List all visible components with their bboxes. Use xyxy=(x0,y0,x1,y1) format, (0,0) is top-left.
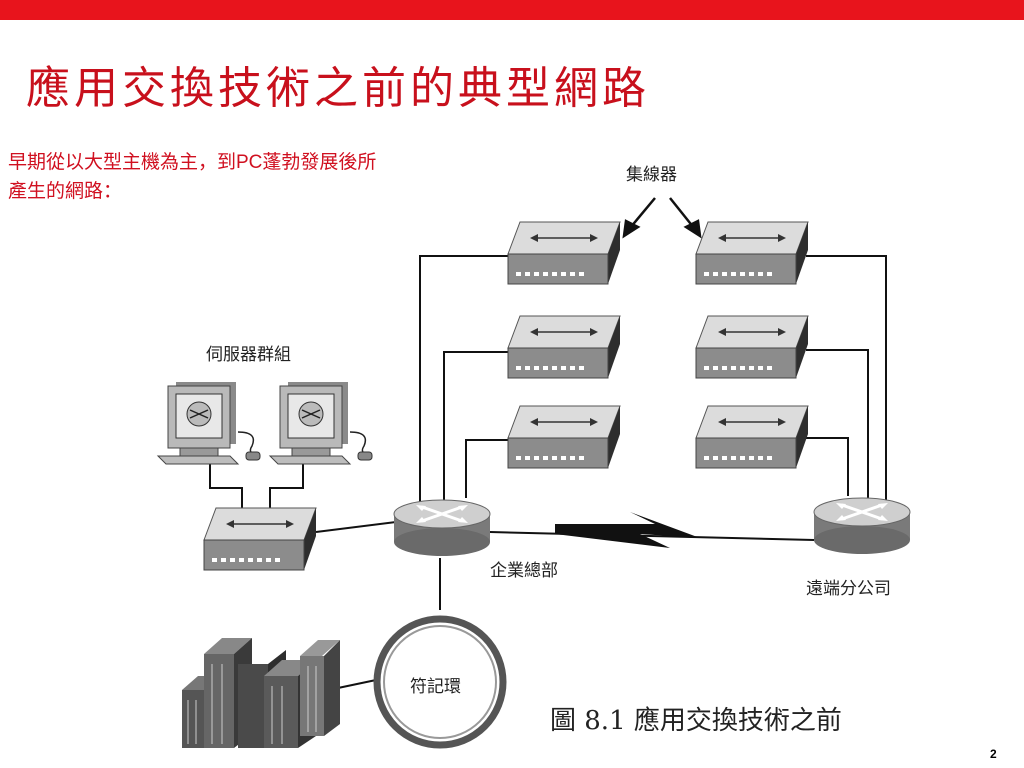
slide-title: 應用交換技術之前的典型網路 xyxy=(26,63,650,114)
token-ring-label: 符記環 xyxy=(410,677,461,697)
top-accent-bar xyxy=(0,0,1024,20)
hub-arrows xyxy=(622,197,702,239)
token-ring-icon xyxy=(373,615,507,749)
mainframe-icon xyxy=(182,638,340,748)
headquarters-label: 企業總部 xyxy=(490,561,558,581)
branch-office-label: 遠端分公司 xyxy=(806,579,891,599)
hubs-label: 集線器 xyxy=(626,165,677,185)
hub-right-3-icon xyxy=(695,405,809,469)
wan-link-icon xyxy=(555,512,700,548)
connection-lines xyxy=(209,255,887,689)
hub-left-3-icon xyxy=(507,405,621,469)
server-farm-hub-icon xyxy=(203,507,317,571)
hub-right-2-icon xyxy=(695,315,809,379)
server-farm-label: 伺服器群組 xyxy=(206,345,291,365)
hub-left-1-icon xyxy=(507,221,621,285)
hub-left-2-icon xyxy=(507,315,621,379)
server-1-icon xyxy=(157,381,261,465)
page-number: 2 xyxy=(990,747,997,761)
server-2-icon xyxy=(269,381,373,465)
hub-right-1-icon xyxy=(695,221,809,285)
figure-caption: 圖 8.1 應用交換技術之前 xyxy=(550,706,842,736)
router-branch-icon xyxy=(812,496,912,556)
intro-text: 早期從以大型主機為主，到PC蓬勃發展後所產生的網路： xyxy=(8,152,377,202)
router-hq-icon xyxy=(392,498,492,558)
